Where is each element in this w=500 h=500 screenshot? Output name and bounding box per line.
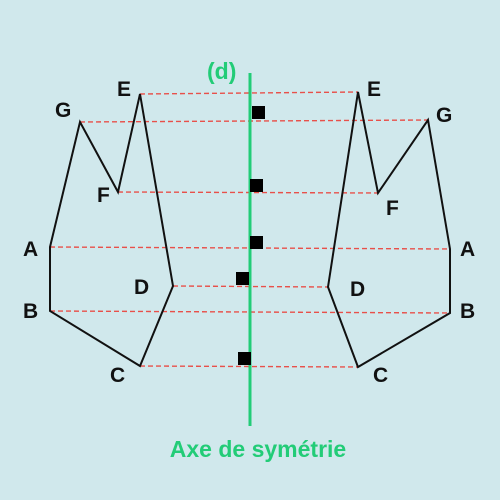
segment-E-E bbox=[139, 91, 359, 95]
segment-C-C bbox=[139, 365, 359, 368]
label-left-D: D bbox=[134, 276, 149, 299]
label-left-G: G bbox=[55, 99, 71, 122]
segment-D-D bbox=[172, 285, 329, 288]
right-angle-mark-D bbox=[236, 272, 249, 285]
axis-name: (d) bbox=[207, 58, 236, 84]
label-right-B: B bbox=[460, 300, 475, 323]
right-angle-mark-F bbox=[250, 179, 263, 192]
label-right-D: D bbox=[350, 278, 365, 301]
label-left-E: E bbox=[117, 78, 131, 101]
label-left-F: F bbox=[97, 184, 110, 207]
left-figure bbox=[49, 93, 175, 368]
right-point-labels: E G F A D B C bbox=[350, 78, 475, 387]
label-right-G: G bbox=[436, 104, 452, 127]
label-left-A: A bbox=[23, 238, 38, 261]
label-right-E: E bbox=[367, 78, 381, 101]
right-angle-mark-A bbox=[250, 236, 263, 249]
right-figure bbox=[326, 91, 451, 369]
label-right-A: A bbox=[460, 238, 475, 261]
label-right-F: F bbox=[386, 197, 399, 220]
label-left-C: C bbox=[110, 364, 125, 387]
right-angle-mark-C bbox=[238, 352, 251, 365]
right-angle-mark-E bbox=[252, 106, 265, 119]
axis-caption: Axe de symétrie bbox=[170, 436, 346, 462]
label-left-B: B bbox=[23, 300, 38, 323]
right-angle-marks bbox=[236, 106, 265, 365]
left-point-labels: E G F A D B C bbox=[23, 78, 149, 387]
label-right-C: C bbox=[373, 364, 388, 387]
segment-F-F bbox=[117, 191, 379, 194]
segment-G-G bbox=[79, 119, 429, 123]
